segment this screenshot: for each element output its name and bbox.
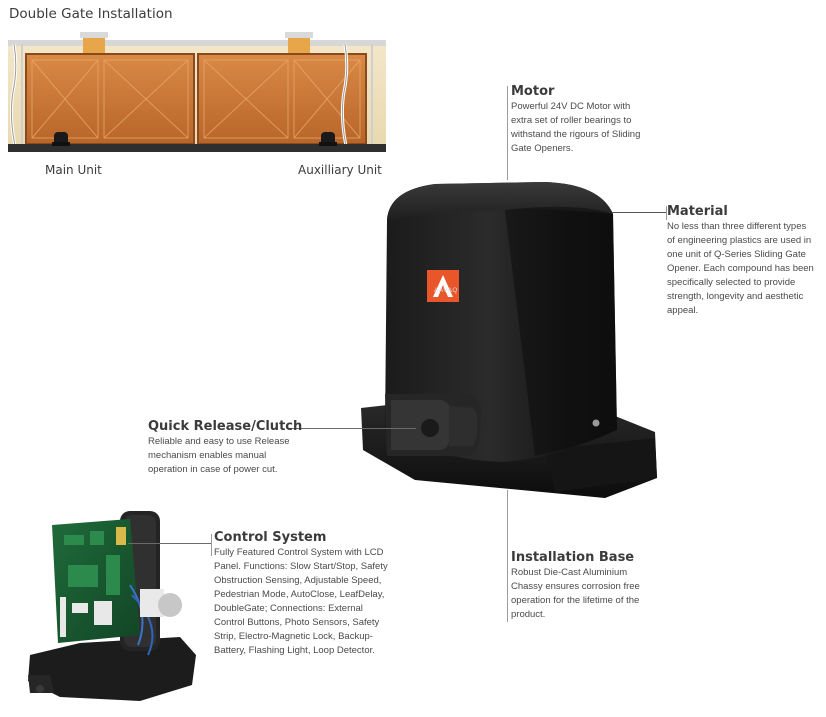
auxiliary-unit-motor bbox=[319, 132, 337, 146]
logo-text: AAVAQ bbox=[434, 287, 458, 294]
quick-release-leader-line bbox=[288, 428, 416, 429]
aavaq-logo bbox=[427, 270, 459, 302]
control-system-description: Fully Featured Control System with LCD P… bbox=[214, 547, 388, 656]
quick-release-title: Quick Release/Clutch bbox=[148, 419, 303, 434]
control-system-leader-vertical bbox=[211, 534, 212, 556]
material-description: No less than three different types of en… bbox=[667, 221, 814, 316]
gate-opener-unit-image bbox=[361, 182, 657, 498]
motor-title: Motor bbox=[511, 84, 555, 99]
installation-base-callout: Installation Base Robust Die-Cast Alumin… bbox=[511, 550, 671, 622]
control-system-title: Control System bbox=[214, 530, 327, 545]
material-leader-vertical bbox=[666, 206, 667, 220]
double-gate-illustration bbox=[8, 32, 386, 152]
motor-description: Powerful 24V DC Motor with extra set of … bbox=[511, 101, 641, 154]
main-unit-motor bbox=[52, 132, 70, 146]
main-unit-label: Main Unit bbox=[45, 163, 102, 177]
control-system-callout: Control System Fully Featured Control Sy… bbox=[214, 530, 414, 658]
auxiliary-unit-label: Auxilliary Unit bbox=[298, 163, 382, 177]
gate-section-title: Double Gate Installation bbox=[9, 6, 173, 22]
motor-callout: Motor Powerful 24V DC Motor with extra s… bbox=[511, 84, 686, 156]
installation-base-description: Robust Die-Cast Aluminium Chassy ensures… bbox=[511, 567, 640, 620]
installation-base-title: Installation Base bbox=[511, 550, 635, 565]
installation-base-leader-line bbox=[507, 490, 508, 622]
quick-release-handle bbox=[385, 394, 481, 456]
material-callout: Material No less than three different ty… bbox=[667, 204, 825, 318]
control-system-image bbox=[28, 511, 196, 701]
material-leader-line bbox=[612, 212, 667, 213]
motor-leader-line bbox=[507, 86, 508, 180]
control-system-leader-line bbox=[128, 543, 212, 544]
material-title: Material bbox=[667, 204, 728, 219]
quick-release-callout: Quick Release/Clutch Reliable and easy t… bbox=[148, 419, 328, 477]
quick-release-description: Reliable and easy to use Release mechani… bbox=[148, 436, 290, 475]
